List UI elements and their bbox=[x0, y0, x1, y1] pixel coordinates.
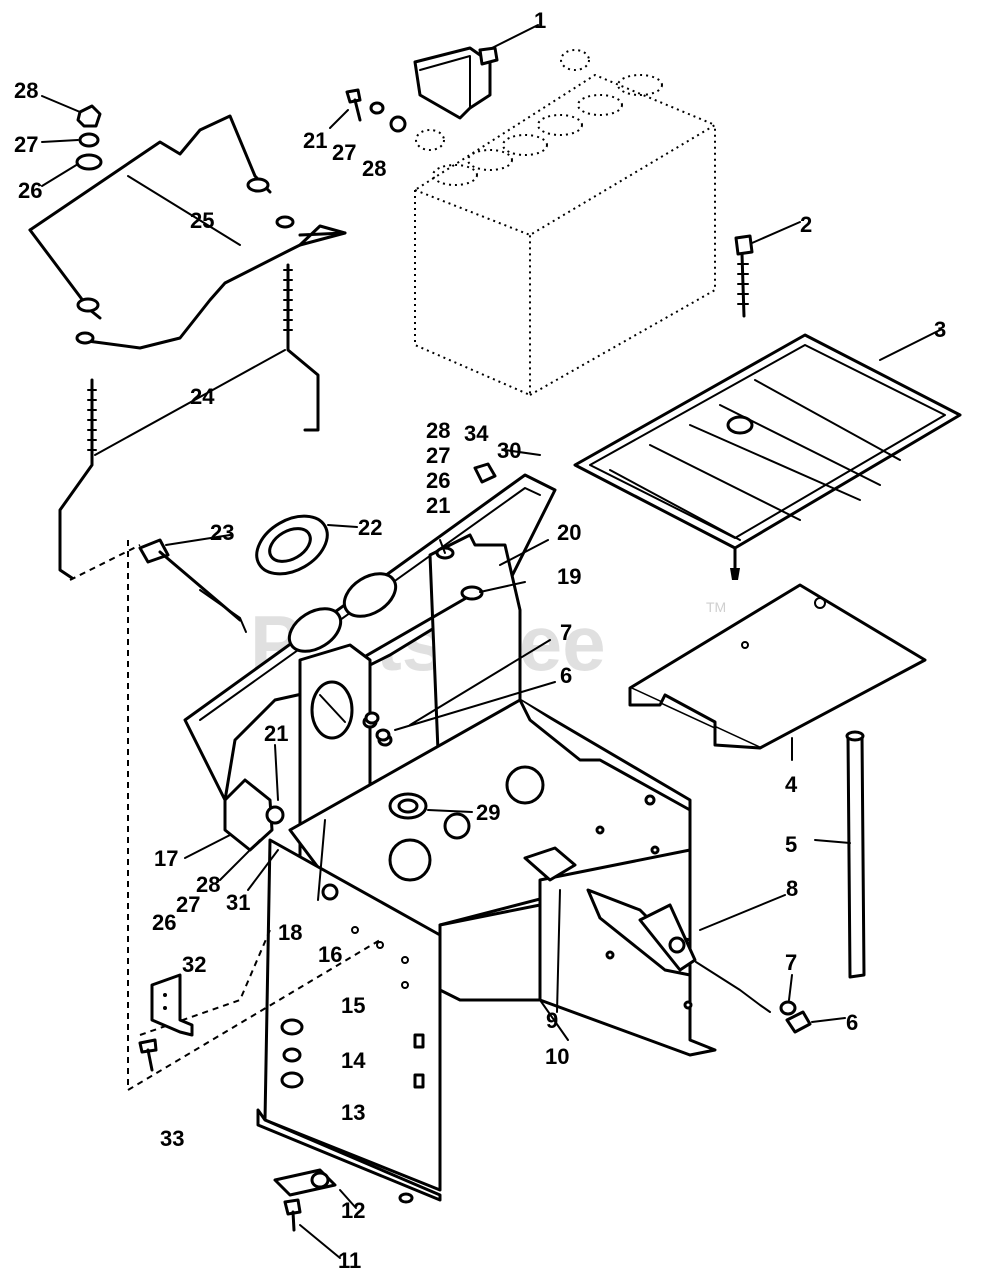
hardware-left-nuts bbox=[41, 95, 103, 187]
leader-lines bbox=[274, 539, 569, 1041]
part-1-terminal-cover bbox=[413, 24, 539, 120]
callout-12: 12 bbox=[341, 1198, 365, 1223]
callout-8: 8 bbox=[786, 876, 798, 901]
callout-17: 17 bbox=[154, 846, 178, 871]
callout-9: 9 bbox=[546, 1008, 558, 1033]
callout-7-right: 7 bbox=[785, 950, 797, 975]
parts-6-7-springs-center bbox=[364, 639, 556, 742]
callout-27-bottom: 27 bbox=[176, 892, 200, 917]
callout-21-top: 21 bbox=[303, 128, 327, 153]
part-3-battery-tray bbox=[573, 329, 962, 580]
part-29-grommet bbox=[388, 792, 473, 820]
callout-28-stack: 28 bbox=[426, 418, 450, 443]
callout-2: 2 bbox=[800, 212, 812, 237]
callout-13: 13 bbox=[341, 1100, 365, 1125]
watermark-trademark: TM bbox=[706, 599, 726, 615]
callout-27-stack: 27 bbox=[426, 443, 450, 468]
part-22-grommet bbox=[255, 514, 358, 576]
callout-19: 19 bbox=[557, 564, 581, 589]
callout-26-bottom: 26 bbox=[152, 910, 176, 935]
part-32-33-bracket-screw bbox=[138, 973, 194, 1072]
part-17-31-latch bbox=[184, 778, 285, 891]
part-4-cover-plate bbox=[628, 583, 927, 761]
callout-27-left: 27 bbox=[14, 132, 38, 157]
callout-3: 3 bbox=[934, 317, 946, 342]
callout-21-left: 21 bbox=[264, 721, 288, 746]
callout-28-top: 28 bbox=[362, 156, 386, 181]
callout-20: 20 bbox=[557, 520, 581, 545]
hardware-top-fasteners bbox=[329, 88, 407, 133]
part-23-rod-knob bbox=[138, 534, 247, 633]
callout-21-stack: 21 bbox=[426, 493, 450, 518]
callout-31: 31 bbox=[226, 890, 250, 915]
callout-1: 1 bbox=[534, 8, 546, 33]
callout-28-left: 28 bbox=[14, 78, 38, 103]
callout-14: 14 bbox=[341, 1048, 366, 1073]
callout-16: 16 bbox=[318, 942, 342, 967]
part-11-12-bolt-and-clip bbox=[273, 1168, 357, 1259]
callout-30: 30 bbox=[497, 438, 521, 463]
callout-26-stack: 26 bbox=[426, 468, 450, 493]
callout-22: 22 bbox=[358, 515, 382, 540]
part-34-clip bbox=[473, 462, 497, 484]
battery-outline bbox=[412, 49, 718, 397]
parts-6-7-springs-right bbox=[779, 974, 846, 1034]
callout-25: 25 bbox=[190, 208, 214, 233]
part-8-9-throttle-bracket bbox=[523, 846, 786, 1013]
part-24-hold-down-rods bbox=[58, 263, 320, 580]
part-25-hold-down-frame bbox=[28, 114, 347, 350]
part-10-base-frame bbox=[288, 698, 717, 1057]
front-plate bbox=[256, 838, 442, 1204]
callout-34: 34 bbox=[464, 421, 489, 446]
callout-7-center: 7 bbox=[560, 620, 572, 645]
callout-26-left: 26 bbox=[18, 178, 42, 203]
callout-6-center: 6 bbox=[560, 663, 572, 688]
callout-18: 18 bbox=[278, 920, 302, 945]
callout-15: 15 bbox=[341, 993, 365, 1018]
callout-29: 29 bbox=[476, 800, 500, 825]
callout-23: 23 bbox=[210, 520, 234, 545]
callout-28-bottom: 28 bbox=[196, 872, 220, 897]
part-2-bolt bbox=[734, 221, 801, 318]
callout-33: 33 bbox=[160, 1126, 184, 1151]
callout-10: 10 bbox=[545, 1044, 569, 1069]
callout-11: 11 bbox=[338, 1248, 361, 1273]
callout-5: 5 bbox=[785, 832, 797, 857]
callout-labels: 1 2 3 4 5 6 6 7 7 8 9 10 11 12 13 14 15 … bbox=[14, 8, 946, 1273]
callout-6-right: 6 bbox=[846, 1010, 858, 1035]
callout-32: 32 bbox=[182, 952, 206, 977]
part-5-hose bbox=[814, 730, 866, 979]
callout-27-top: 27 bbox=[332, 140, 356, 165]
callout-4: 4 bbox=[785, 772, 798, 797]
callout-24: 24 bbox=[190, 384, 215, 409]
